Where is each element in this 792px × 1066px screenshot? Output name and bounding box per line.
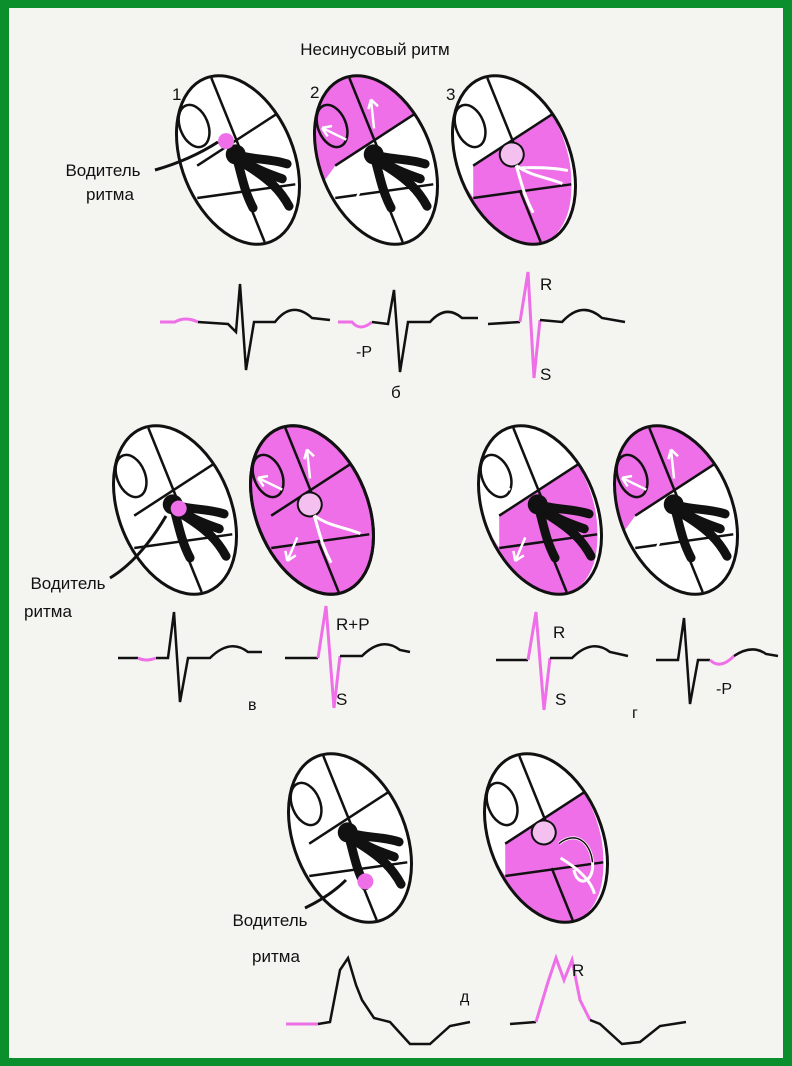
heart-v-2 <box>227 407 397 612</box>
pacemaker-label-2b: ритма <box>24 602 72 621</box>
ecg-d-2 <box>510 958 686 1044</box>
label-1: 1 <box>172 85 181 104</box>
diagram-title: Несинусовый ритм <box>300 40 449 59</box>
label-r-plus-p: R+P <box>336 615 370 634</box>
ecg-d-1 <box>286 958 470 1044</box>
pacemaker-label-3a: Водитель <box>232 911 307 930</box>
label-s-1: S <box>540 365 551 384</box>
label-b: б <box>391 383 401 402</box>
label-3: 3 <box>446 85 455 104</box>
heart-d-2 <box>461 735 631 940</box>
pacemaker-label-3b: ритма <box>252 947 300 966</box>
label-d: д <box>460 989 470 1006</box>
label-v: в <box>248 697 257 714</box>
heart-d-1 <box>265 735 435 940</box>
label-r-1: R <box>540 275 552 294</box>
label-s-2: S <box>336 690 347 709</box>
pacemaker-label-2a: Водитель <box>30 574 105 593</box>
heart-g-1 <box>455 407 625 612</box>
ecg-1 <box>160 284 330 370</box>
heart-v-1 <box>90 407 260 612</box>
label-minus-p-2: -P <box>716 681 732 698</box>
label-r-2: R <box>553 623 565 642</box>
ecg-v-1 <box>118 612 262 702</box>
label-2: 2 <box>310 83 319 102</box>
label-s-3: S <box>555 690 566 709</box>
pacemaker-label-1b: ритма <box>86 185 134 204</box>
heart-g-2 <box>591 407 761 612</box>
label-minus-p-1: -P <box>356 344 372 361</box>
label-r-3: R <box>572 961 584 980</box>
pacemaker-label-1a: Водитель <box>65 161 140 180</box>
ecg-3 <box>488 272 625 378</box>
label-g: г <box>632 705 638 722</box>
